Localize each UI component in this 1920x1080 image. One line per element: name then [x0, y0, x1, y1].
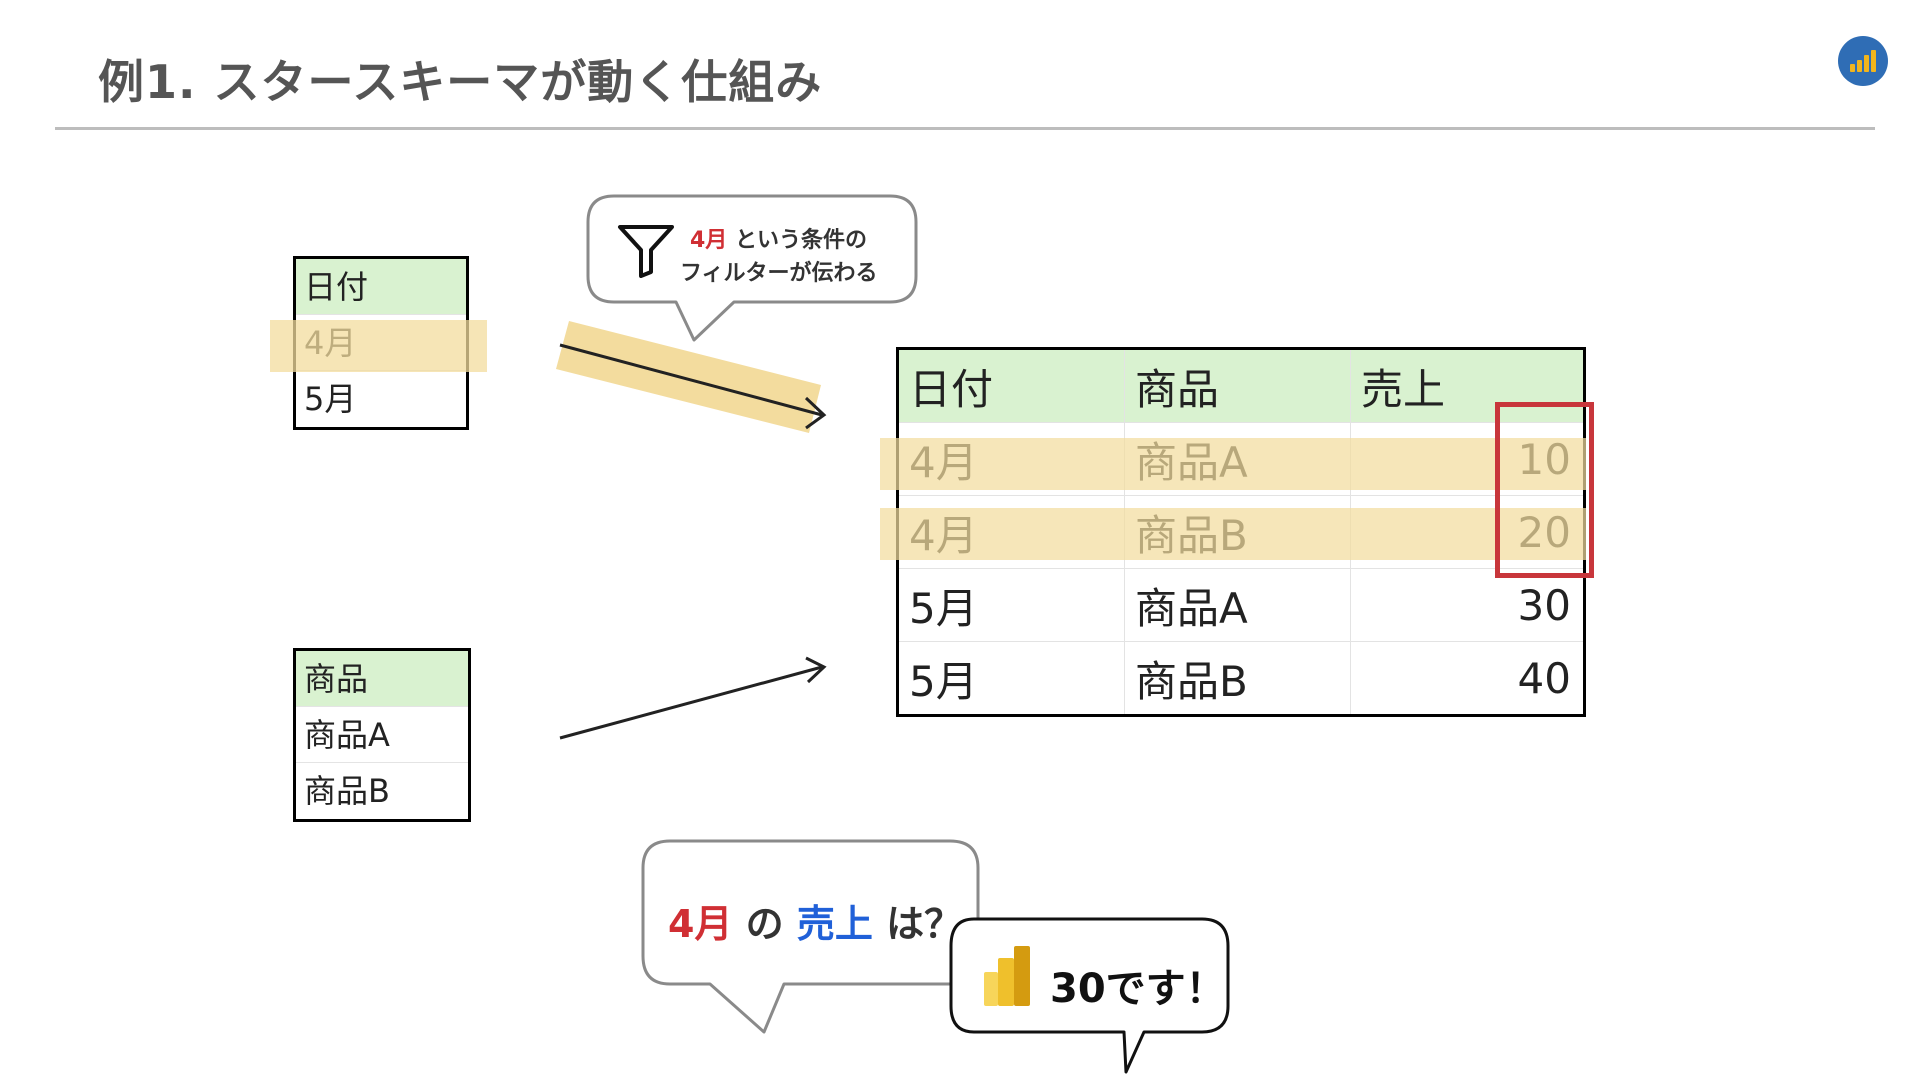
question-measure: 売上	[796, 902, 873, 946]
filter-condition-text: という条件の	[727, 228, 867, 253]
product-table-header: 商品	[296, 651, 468, 707]
fact-cell-product: 商品A	[1124, 568, 1351, 642]
filter-icon	[618, 225, 674, 278]
sales-sum-frame	[1495, 402, 1594, 578]
answer-text: 30です！	[1050, 966, 1226, 1012]
filter-callout-line1: 4月 という条件の	[690, 222, 867, 254]
product-arrow-head	[805, 656, 827, 684]
fact-table: 日付 商品 売上 4月 商品A 10 4月 商品B 20 5月 商品A 30 5…	[896, 347, 1586, 717]
fact-header-product: 商品	[1124, 350, 1351, 423]
question-particle: は？	[872, 902, 963, 946]
product-table-row: 商品A	[296, 707, 468, 763]
product-relationship-arrow	[559, 665, 823, 740]
fact-row-highlight	[880, 438, 1586, 490]
table-row: 5月 商品B 40	[899, 641, 1583, 714]
page-title: 例1. スタースキーマが動く仕組み	[98, 55, 823, 109]
product-dimension-table: 商品 商品A 商品B	[293, 648, 471, 822]
product-table-row: 商品B	[304, 772, 390, 810]
fact-cell-date: 5月	[899, 568, 1125, 642]
filter-flow-highlight	[556, 321, 821, 433]
power-bi-badge-icon	[1838, 36, 1888, 86]
date-table-header: 日付	[296, 259, 466, 315]
table-row: 5月 商品A 30	[899, 568, 1583, 642]
fact-header-sales: 売上	[1350, 350, 1583, 423]
power-bi-logo-icon	[984, 946, 1030, 1006]
date-arrow-head	[804, 396, 827, 430]
fact-cell-sales: 30	[1350, 568, 1583, 642]
title-divider	[55, 127, 1875, 130]
filter-month-label: 4月	[690, 228, 728, 253]
fact-table-header-row: 日付 商品 売上	[899, 350, 1583, 423]
question-particle: の	[732, 902, 797, 946]
date-table-row: 5月	[304, 380, 357, 418]
fact-header-date: 日付	[899, 350, 1125, 423]
fact-cell-product: 商品B	[1124, 641, 1351, 714]
fact-cell-date: 5月	[899, 641, 1125, 714]
fact-cell-sales: 40	[1517, 653, 1571, 703]
filter-callout-line2: フィルターが伝わる	[680, 261, 878, 286]
question-text: 4月 の 売上 は？	[668, 893, 962, 948]
fact-row-highlight	[880, 508, 1586, 560]
question-bubble	[641, 839, 980, 1034]
date-row-highlight	[270, 320, 487, 372]
date-relationship-arrow	[559, 343, 823, 417]
question-month: 4月	[668, 902, 733, 946]
